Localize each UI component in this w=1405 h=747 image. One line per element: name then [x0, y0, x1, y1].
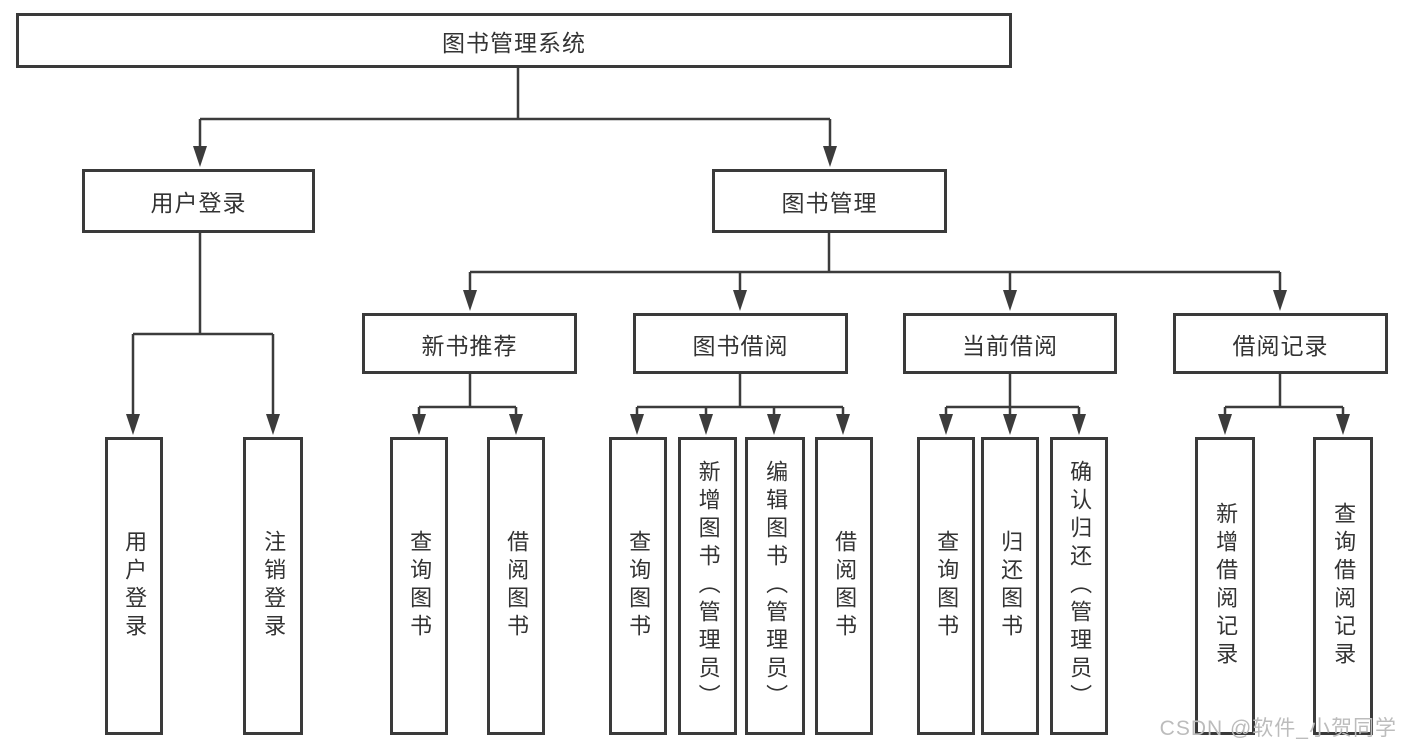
- node-borrow-record: 借阅记录: [1173, 313, 1388, 374]
- node-label: 查询借阅记录: [1331, 502, 1357, 670]
- node-label: 图书管理系统: [442, 29, 586, 56]
- leaf-edit-books-admin: 编辑图书（管理员）: [745, 437, 805, 735]
- node-label: 用户登录: [150, 190, 247, 216]
- node-label: 查询图书: [626, 530, 652, 642]
- node-label: 新书推荐: [421, 332, 518, 359]
- node-label: 新增图书（管理员）: [695, 460, 721, 712]
- edge-root-to-level2: [198, 68, 832, 150]
- edge-bookborrow-to-leaves: [635, 374, 845, 418]
- node-label: 编辑图书（管理员）: [763, 460, 789, 712]
- leaf-add-books-admin: 新增图书（管理员）: [678, 437, 737, 735]
- leaf-query-borrow-record: 查询借阅记录: [1313, 437, 1373, 735]
- node-current-borrow: 当前借阅: [903, 313, 1117, 374]
- edge-currentborrow-to-leaves: [944, 374, 1081, 418]
- edge-bookmgmt-to-level3: [468, 233, 1282, 293]
- leaf-confirm-return-admin: 确认归还（管理员）: [1050, 437, 1108, 735]
- node-label: 注销登录: [261, 530, 287, 642]
- csdn-watermark: CSDN @软件_小贺同学: [1159, 717, 1397, 740]
- node-label: 图书借阅: [692, 332, 789, 359]
- leaf-borrow-books: 借阅图书: [815, 437, 873, 735]
- node-book-management: 图书管理: [712, 169, 947, 233]
- node-label: 确认归还（管理员）: [1067, 460, 1093, 712]
- node-label: 用户登录: [122, 530, 148, 642]
- node-label: 当前借阅: [962, 332, 1058, 359]
- edge-userlogin-to-leaves: [131, 233, 275, 418]
- node-label: 借阅图书: [504, 530, 530, 642]
- node-label: 查询图书: [407, 530, 433, 642]
- leaf-query-books-borrow: 查询图书: [609, 437, 667, 735]
- leaf-add-borrow-record: 新增借阅记录: [1195, 437, 1255, 735]
- node-label: 借阅图书: [832, 530, 858, 642]
- edge-borrowrecord-to-leaves: [1223, 374, 1345, 418]
- node-new-book-recommend: 新书推荐: [362, 313, 577, 374]
- node-label: 新增借阅记录: [1213, 502, 1239, 670]
- leaf-logout: 注销登录: [243, 437, 303, 735]
- node-book-borrow: 图书借阅: [633, 313, 848, 374]
- node-label: 借阅记录: [1232, 332, 1329, 359]
- leaf-query-books-current: 查询图书: [917, 437, 975, 735]
- node-user-login: 用户登录: [82, 169, 315, 233]
- leaf-user-login: 用户登录: [105, 437, 163, 735]
- node-root-library-system: 图书管理系统: [16, 13, 1012, 68]
- leaf-borrow-books-recommend: 借阅图书: [487, 437, 545, 735]
- node-label: 图书管理: [781, 190, 878, 216]
- leaf-return-books: 归还图书: [981, 437, 1039, 735]
- edge-newbook-to-leaves: [417, 374, 518, 418]
- node-label: 查询图书: [934, 530, 960, 642]
- leaf-query-books-recommend: 查询图书: [390, 437, 448, 735]
- node-label: 归还图书: [998, 530, 1024, 642]
